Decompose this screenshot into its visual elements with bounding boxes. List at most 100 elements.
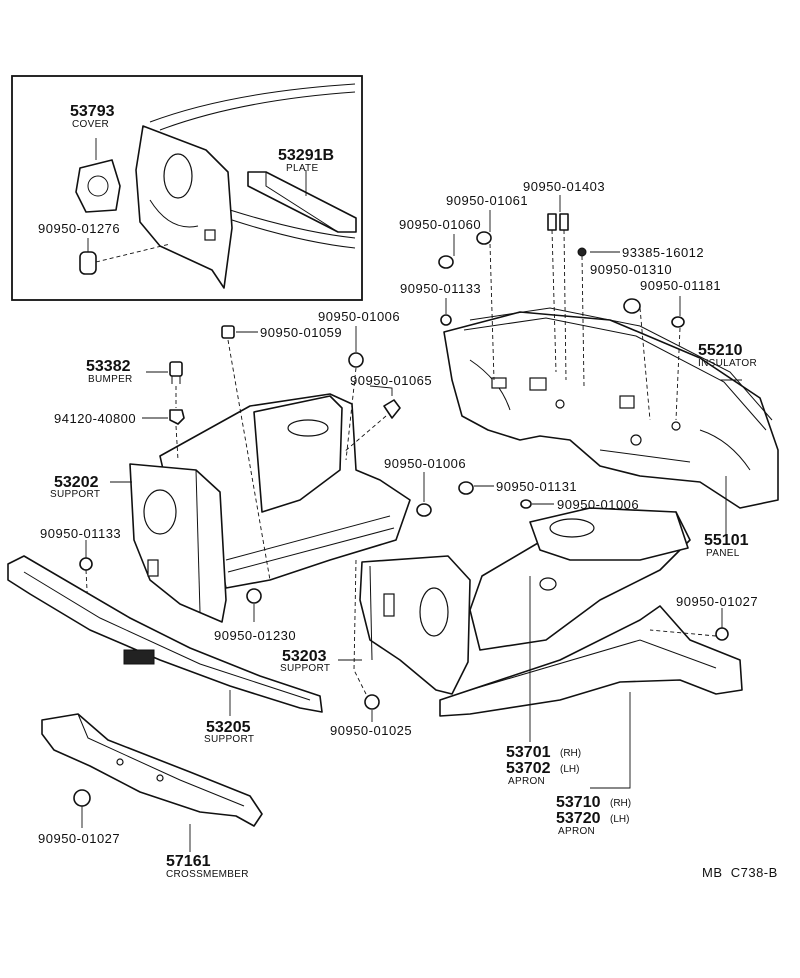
inset-panel-rib xyxy=(149,199,199,228)
dash-bumper xyxy=(175,386,179,461)
support-53202 xyxy=(129,463,227,623)
panel-hole xyxy=(555,399,565,409)
plug-90950-01025 xyxy=(364,694,380,710)
support-53203-flange xyxy=(369,565,373,661)
support-53205-number: 53205 xyxy=(206,719,251,736)
plug-90950-01059 xyxy=(221,325,235,339)
insulator-name: INSULATOR xyxy=(698,358,757,369)
apron-b-number-lh: 53720 xyxy=(556,810,601,827)
apron-rail xyxy=(225,515,391,561)
apron-right-top xyxy=(529,507,689,561)
panel-name: PANEL xyxy=(706,548,740,559)
apron-right-hole xyxy=(539,577,557,591)
nut-94120-40800 xyxy=(169,409,185,425)
right-apron-group xyxy=(338,379,743,789)
crossmember-edge xyxy=(77,713,245,807)
label-94120-40800: 94120-40800 xyxy=(54,411,136,426)
support-53203-slot xyxy=(383,593,395,617)
bumper-name: BUMPER xyxy=(88,374,133,385)
bumper-number: 53382 xyxy=(86,358,131,375)
label-90950-01133-top: 90950-01133 xyxy=(400,281,481,296)
support-53205-group xyxy=(7,555,323,716)
support-53202-number: 53202 xyxy=(54,474,99,491)
support-53202-name: SUPPORT xyxy=(50,489,100,500)
label-90950-01061: 90950-01061 xyxy=(446,193,528,208)
label-90950-01025: 90950-01025 xyxy=(330,723,412,738)
plug-90950-01061 xyxy=(476,231,492,245)
panel-cutout xyxy=(491,377,507,389)
panel-number: 55101 xyxy=(704,532,749,549)
crossmember-group xyxy=(41,713,263,852)
dash-01025 xyxy=(353,559,367,695)
label-90950-01131: 90950-01131 xyxy=(496,479,577,494)
inset-panel-slot xyxy=(204,229,216,241)
apron-a-number-rh: 53701 xyxy=(506,744,551,761)
support-53205-name: SUPPORT xyxy=(204,734,254,745)
apron-b-name: APRON xyxy=(558,826,595,837)
plug-90950-01060 xyxy=(438,255,454,269)
grommet-90950-01006-a xyxy=(348,352,364,368)
inset-body-curve xyxy=(229,209,356,239)
plug-90950-01065 xyxy=(383,399,401,419)
plug-90950-01027-right xyxy=(715,627,729,641)
bumper-stem xyxy=(171,376,181,384)
label-90950-01133-left: 90950-01133 xyxy=(40,526,121,541)
inset-apron-panel xyxy=(135,125,233,289)
plug-90950-01133-top xyxy=(440,314,452,326)
grommet-90950-01181 xyxy=(623,298,641,314)
panel-hole xyxy=(671,421,681,431)
support-53205-flange xyxy=(23,571,311,701)
apron-53710-edge xyxy=(469,639,717,691)
left-apron-group xyxy=(79,325,554,623)
panel-cutout xyxy=(529,377,547,391)
apron-53710 xyxy=(439,605,743,717)
inset-body-curve xyxy=(159,91,356,131)
insulator-number: 55210 xyxy=(698,342,743,359)
support-53202-flange xyxy=(195,469,201,613)
diagram-code: MB C738-B xyxy=(702,865,778,880)
apron-a-name: APRON xyxy=(508,776,545,787)
label-90950-01403: 90950-01403 xyxy=(523,179,605,194)
panel-contour xyxy=(599,449,691,463)
strut-tower-hole xyxy=(287,419,329,437)
cover-name: COVER xyxy=(72,119,109,130)
inset-cover-53793 xyxy=(75,159,121,213)
leader-53710 xyxy=(590,692,631,789)
plug-90950-01133-left xyxy=(79,557,93,571)
bumper-group xyxy=(142,361,185,461)
bumper-53382 xyxy=(169,361,183,377)
insulator-edge xyxy=(463,317,767,431)
dash-01403 xyxy=(551,229,557,373)
support-53202-slot xyxy=(147,559,159,577)
plug-90950-01181-b xyxy=(671,316,685,328)
apron-rail xyxy=(227,527,395,573)
plug-90950-01131 xyxy=(458,481,474,495)
clip-code: 90950-01276 xyxy=(38,221,120,236)
label-90950-01060: 90950-01060 xyxy=(399,217,481,232)
support-53205-bracket xyxy=(123,649,155,665)
dash-01059 xyxy=(227,339,271,581)
support-53203-name: SUPPORT xyxy=(280,663,330,674)
apron-right-strut-hole xyxy=(549,518,595,538)
crossmember-hole xyxy=(156,774,164,782)
inset-plate-53291b xyxy=(247,171,357,233)
support-53202-hole xyxy=(143,489,177,535)
crossmember-number: 57161 xyxy=(166,853,211,870)
inset-clip-90950-01276 xyxy=(79,251,97,275)
plate-number: 53291B xyxy=(278,147,334,164)
label-90950-01181: 90950-01181 xyxy=(640,278,721,293)
support-53205 xyxy=(7,555,323,713)
label-90950-01027-bottom: 90950-01027 xyxy=(38,831,120,846)
leader-01065 xyxy=(369,385,393,396)
dash-01181-b xyxy=(675,327,681,421)
screw-93385-16012 xyxy=(577,247,587,257)
plate-name: PLATE xyxy=(286,163,318,174)
inset-cover-detail xyxy=(87,175,109,197)
grommet-90950-01006-b xyxy=(416,503,432,517)
panel-55101 xyxy=(443,311,779,509)
panel-cutout xyxy=(619,395,635,409)
grommet-90950-01403-b xyxy=(559,213,569,231)
apron-b-number-rh: 53710 xyxy=(556,794,601,811)
inset-body-curve xyxy=(149,83,356,123)
